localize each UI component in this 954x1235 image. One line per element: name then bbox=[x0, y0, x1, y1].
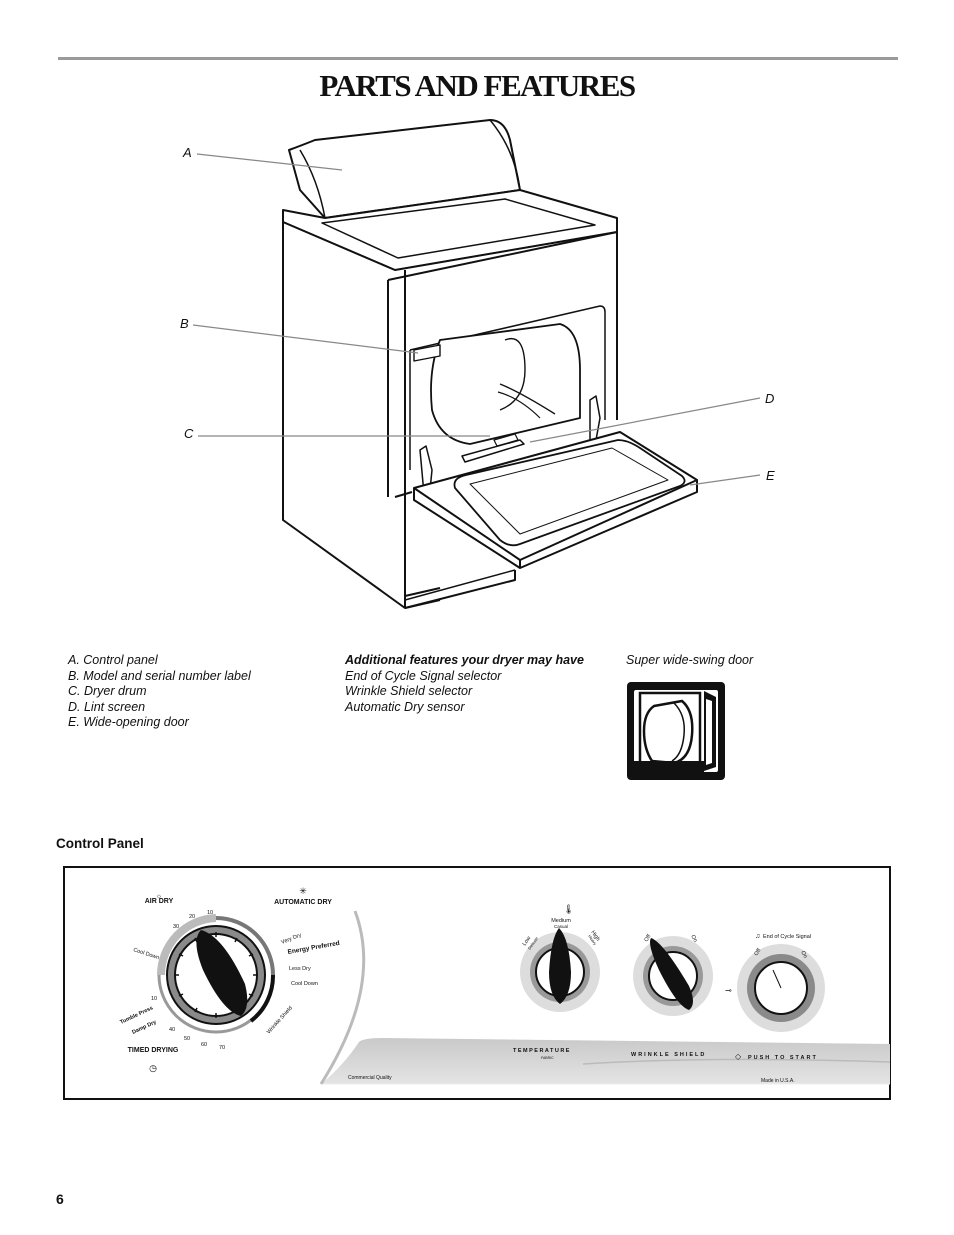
label-cool-down-right: Cool Down bbox=[291, 981, 318, 987]
wrinkle-shield-label: WRINKLE SHIELD bbox=[631, 1052, 706, 1058]
temp-high: High bbox=[589, 930, 600, 943]
super-door-label: Super wide-swing door bbox=[626, 653, 754, 667]
parts-item-d: D. Lint screen bbox=[68, 699, 146, 714]
panel-band bbox=[321, 1038, 890, 1084]
parts-item-c: C. Dryer drum bbox=[68, 684, 147, 699]
wrinkle-off: Off bbox=[644, 933, 653, 943]
key-icon: ⊸ bbox=[725, 986, 732, 995]
bell-icon: ♫ bbox=[755, 933, 760, 940]
tick-10-left: 10 bbox=[151, 996, 157, 1002]
temp-low: Low bbox=[522, 935, 533, 947]
page-number: 6 bbox=[56, 1191, 64, 1207]
temp-medium: Medium bbox=[551, 918, 571, 924]
tick-60: 60 bbox=[201, 1042, 207, 1048]
callout-c: C bbox=[184, 426, 194, 441]
label-less-dry: Less Dry bbox=[289, 966, 311, 972]
feature-item: End of Cycle Signal selector bbox=[345, 668, 502, 683]
control-panel-heading: Control Panel bbox=[56, 836, 144, 851]
cycle-knob-pointer bbox=[196, 930, 248, 1016]
tick-70: 70 bbox=[219, 1045, 225, 1051]
super-door-illustration bbox=[627, 682, 725, 780]
callout-d: D bbox=[765, 391, 775, 406]
top-rule bbox=[58, 57, 898, 60]
feature-item: Automatic Dry sensor bbox=[345, 699, 465, 714]
page-title: PARTS AND FEATURES bbox=[319, 68, 636, 103]
commercial-quality: Commercial Quality bbox=[348, 1075, 392, 1081]
label-automatic-dry: AUTOMATIC DRY bbox=[274, 899, 332, 906]
signal-title: End of Cycle Signal bbox=[763, 934, 811, 940]
temperature-sublabel: FABRIC bbox=[541, 1056, 554, 1060]
additional-features: Additional features your dryer may have … bbox=[345, 653, 584, 715]
start-icon: ◇ bbox=[735, 1052, 742, 1061]
callout-a: A bbox=[183, 145, 192, 160]
clock-icon: ◷ bbox=[149, 1063, 157, 1073]
tick-20: 20 bbox=[189, 914, 195, 920]
additional-features-heading: Additional features your dryer may have bbox=[345, 653, 584, 667]
parts-item-a: A. Control panel bbox=[68, 653, 158, 667]
asterisk-icon: ✳ bbox=[299, 886, 307, 896]
dryer-illustration bbox=[192, 119, 761, 609]
wrinkle-shield-knob[interactable] bbox=[633, 936, 713, 1016]
tick-10-top: 10 bbox=[207, 910, 213, 916]
temperature-knob[interactable] bbox=[520, 928, 600, 1012]
feature-item: Wrinkle Shield selector bbox=[345, 684, 473, 699]
callout-b: B bbox=[180, 316, 189, 331]
push-to-start[interactable]: PUSH TO START bbox=[748, 1055, 818, 1061]
control-panel: ☼ AIR DRY ✳ AUTOMATIC DRY TIMED DRYING ◷… bbox=[63, 866, 891, 1100]
label-timed-drying: TIMED DRYING bbox=[128, 1047, 179, 1054]
parts-item-e: E. Wide-opening door bbox=[68, 715, 189, 730]
sun-icon: ☼ bbox=[156, 893, 162, 900]
parts-list: A. Control panel B. Model and serial num… bbox=[68, 653, 251, 731]
label-air-dry: AIR DRY bbox=[145, 898, 174, 905]
end-of-cycle-signal-knob[interactable] bbox=[737, 944, 825, 1032]
cycle-selector-knob[interactable] bbox=[157, 914, 276, 1034]
signal-off: Off bbox=[754, 947, 763, 957]
made-in-usa: Made in U.S.A. bbox=[761, 1078, 795, 1084]
tick-40: 40 bbox=[169, 1027, 175, 1033]
signal-on: On bbox=[799, 950, 808, 959]
tick-50: 50 bbox=[184, 1036, 190, 1042]
temperature-label: TEMPERATURE bbox=[513, 1048, 571, 1054]
wrinkle-on: On bbox=[689, 934, 698, 943]
temp-casual: Casual bbox=[554, 924, 568, 929]
thermometer-icon: 🌡 bbox=[563, 904, 574, 914]
tick-30: 30 bbox=[173, 924, 179, 930]
parts-item-b: B. Model and serial number label bbox=[68, 668, 251, 683]
temp-heavy: Heavy bbox=[587, 934, 598, 946]
callout-e: E bbox=[766, 468, 775, 483]
